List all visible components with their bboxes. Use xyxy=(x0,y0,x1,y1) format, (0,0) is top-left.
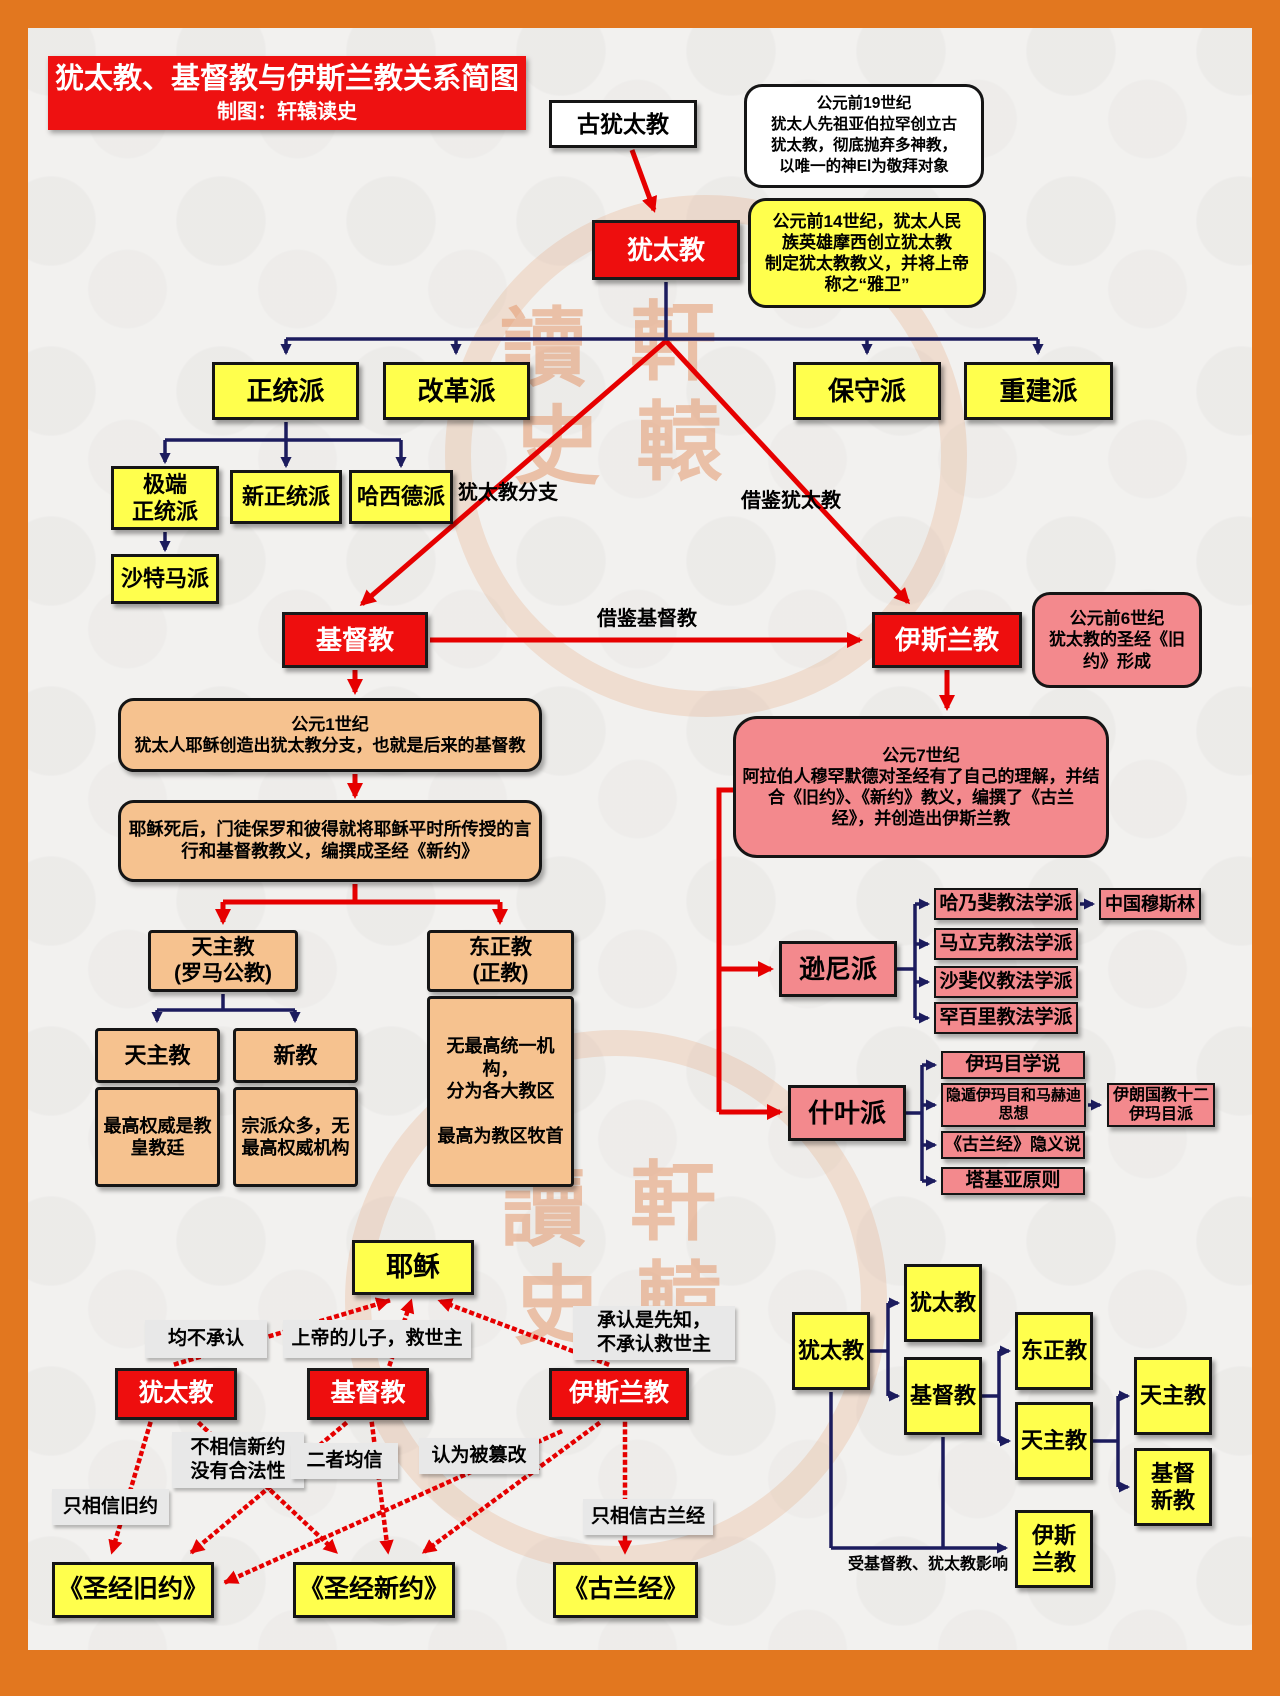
label-prophet-not-savior: 承认是先知， 不承认救世主 xyxy=(573,1306,735,1360)
node-reconstructionist: 重建派 xyxy=(964,362,1113,420)
watermark-char: 轅 xyxy=(636,392,722,493)
node-hanbali-school: 罕百里教法学派 xyxy=(934,1002,1078,1034)
node-satmar: 沙特马派 xyxy=(111,554,219,604)
node-christianity-belief: 基督教 xyxy=(307,1368,429,1420)
node-judaism-belief: 犹太教 xyxy=(115,1368,237,1420)
node-new-testament: 《圣经新约》 xyxy=(293,1562,455,1618)
node-shafii-school: 沙斐仪教法学派 xyxy=(934,966,1078,998)
node-catholic-roman: 天主教 (罗马公教) xyxy=(148,930,298,992)
tree-protestant: 基督 新教 xyxy=(1134,1448,1212,1526)
tree-islam: 伊斯 兰教 xyxy=(1015,1510,1093,1588)
node-quran-esoteric: 《古兰经》隐义说 xyxy=(941,1131,1085,1159)
note-6th-century-bc: 公元前6世纪 犹太教的圣经《旧 约》形成 xyxy=(1032,592,1202,688)
tree-catholic: 天主教 xyxy=(1134,1357,1212,1435)
page-subtitle: 制图：轩辕读史 xyxy=(217,100,357,123)
label-only-ot: 只相信旧约 xyxy=(52,1489,169,1525)
node-quran: 《古兰经》 xyxy=(553,1562,698,1618)
node-catholic: 天主教 xyxy=(95,1028,220,1083)
node-orthodox: 正统派 xyxy=(212,362,359,420)
node-neo-orthodox: 新正统派 xyxy=(230,470,342,524)
node-imam-doctrine: 伊玛目学说 xyxy=(941,1051,1085,1079)
tree-judaism-root: 犹太教 xyxy=(792,1312,870,1390)
note-14th-century-bc: 公元前14世纪，犹太人民 族英雄摩西创立犹太教 制定犹太教教义，并将上帝 称之“… xyxy=(748,198,986,308)
label-not-believe-nt: 不相信新约 没有合法性 xyxy=(172,1432,304,1488)
edge-label-borrow-judaism: 借鉴犹太教 xyxy=(741,489,841,512)
node-hidden-imam: 隐遁伊玛目和马赫迪 思想 xyxy=(941,1083,1086,1127)
node-christianity: 基督教 xyxy=(282,612,428,668)
watermark-char: 軒 xyxy=(630,1152,716,1253)
note-1st-century-ad: 公元1世纪 犹太人耶稣创造出犹太教分支，也就是后来的基督教 xyxy=(118,698,542,772)
node-ancient-judaism: 古犹太教 xyxy=(549,100,697,148)
node-hasidic: 哈西德派 xyxy=(349,470,453,524)
tree-christianity: 基督教 xyxy=(904,1357,982,1435)
label-son-of-god: 上帝的儿子，救世主 xyxy=(283,1320,471,1358)
tree-eastern-orthodox: 东正教 xyxy=(1015,1312,1093,1390)
node-iran-twelver: 伊朗国教十二 伊玛目派 xyxy=(1107,1083,1215,1127)
node-ultra-orthodox: 极端 正统派 xyxy=(111,466,219,530)
label-neither-recognizes: 均不承认 xyxy=(145,1320,267,1358)
node-reform: 改革派 xyxy=(383,362,530,420)
node-judaism: 犹太教 xyxy=(592,220,740,280)
node-islam-belief: 伊斯兰教 xyxy=(549,1368,689,1420)
label-considered-altered: 认为被篡改 xyxy=(419,1438,539,1474)
node-conservative: 保守派 xyxy=(793,362,941,420)
node-protestant: 新教 xyxy=(233,1028,358,1083)
label-believes-both: 二者均信 xyxy=(291,1443,398,1479)
node-sunni: 逊尼派 xyxy=(779,941,897,997)
tree-judaism: 犹太教 xyxy=(904,1264,982,1342)
note-7th-century-ad: 公元7世纪 阿拉伯人穆罕默德对圣经有了自己的理解，并结 合《旧约》、《新约》教义… xyxy=(733,716,1109,858)
page-title: 犹太教、基督教与伊斯兰教关系简图 xyxy=(54,63,519,96)
note-jesus-death: 耶稣死后，门徒保罗和彼得就将耶稣平时所传授的言 行和基督教教义，编撰成圣经《新约… xyxy=(118,800,542,882)
node-old-testament: 《圣经旧约》 xyxy=(52,1562,214,1618)
node-taqiyya: 塔基亚原则 xyxy=(941,1167,1085,1195)
tree-catholic-parent: 天主教 xyxy=(1015,1402,1093,1480)
protestant-description: 宗派众多，无 最高权威机构 xyxy=(233,1087,358,1187)
catholic-description: 最高权威是教 皇教廷 xyxy=(95,1087,220,1187)
label-only-quran: 只相信古兰经 xyxy=(583,1499,713,1535)
label-influenced-by: 受基督教、犹太教影响 xyxy=(847,1556,1008,1573)
node-eastern-orthodox: 东正教 (正教) xyxy=(427,930,574,992)
node-shia: 什叶派 xyxy=(788,1085,906,1141)
note-19th-century-bc: 公元前19世纪 犹太人先祖亚伯拉罕创立古 犹太教，彻底抛弃多神教， 以唯一的神E… xyxy=(744,84,984,188)
node-chinese-muslims: 中国穆斯林 xyxy=(1099,888,1201,920)
node-maliki-school: 马立克教法学派 xyxy=(934,928,1078,960)
orthodox-description: 无最高统一机构， 分为各大教区 最高为教区牧首 xyxy=(427,996,574,1187)
edge-label-borrow-christianity: 借鉴基督教 xyxy=(597,607,697,630)
node-islam: 伊斯兰教 xyxy=(872,612,1022,668)
edge-label-judaism-branch: 犹太教分支 xyxy=(458,481,558,504)
node-jesus: 耶稣 xyxy=(352,1240,474,1295)
title-banner: 犹太教、基督教与伊斯兰教关系简图 制图：轩辕读史 xyxy=(48,56,526,130)
node-hanafi-school: 哈乃斐教法学派 xyxy=(934,888,1078,920)
